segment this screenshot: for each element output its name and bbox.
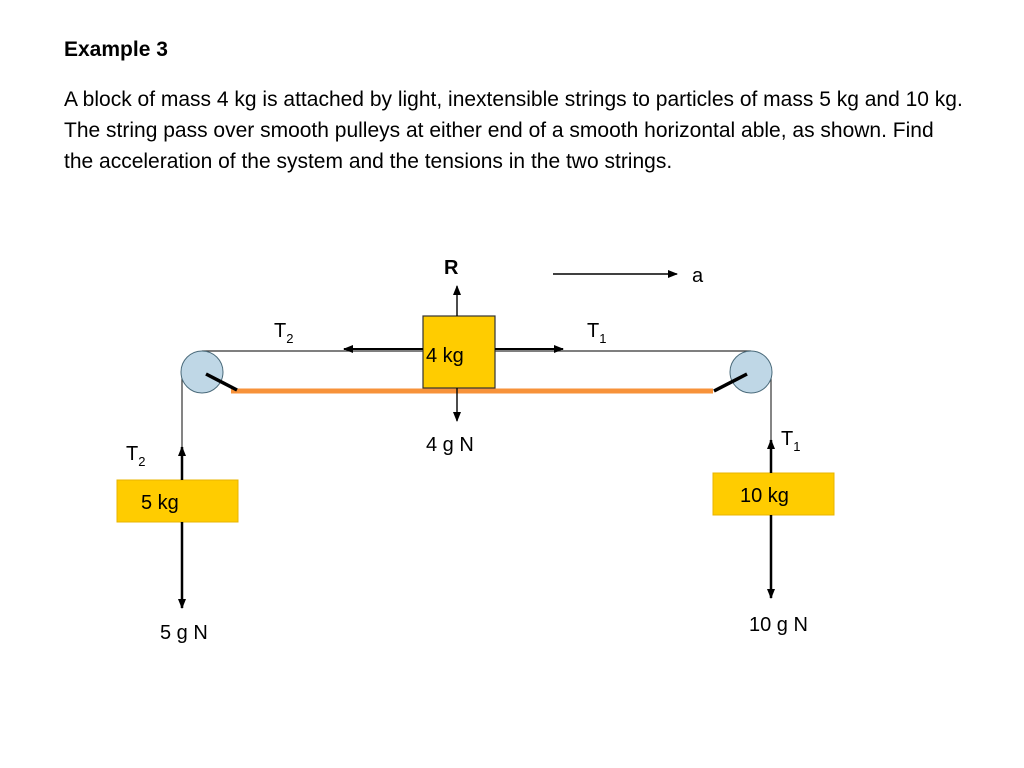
- tension-label-right-hanging: T1: [781, 428, 800, 454]
- example-heading: Example 3: [64, 38, 168, 61]
- acceleration-label: a: [692, 265, 704, 287]
- block-10kg-label: 10 kg: [740, 485, 789, 507]
- weight-label-4kg: 4 g N: [426, 434, 474, 456]
- left-pulley: [180, 350, 238, 394]
- reaction-label: R: [444, 257, 459, 279]
- weight-label-10kg: 10 g N: [749, 614, 808, 636]
- block-4kg-label: 4 kg: [426, 345, 464, 367]
- tension-label-right: T1: [587, 320, 606, 346]
- block-5kg-label: 5 kg: [141, 492, 179, 514]
- right-pulley: [713, 350, 773, 394]
- block-5kg: [116, 479, 239, 523]
- tension-label-left-hanging: T2: [126, 443, 145, 469]
- tension-label-left: T2: [274, 320, 293, 346]
- block-4kg: [422, 315, 496, 389]
- problem-statement: A block of mass 4 kg is attached by ligh…: [64, 88, 963, 173]
- weight-label-5kg: 5 g N: [160, 622, 208, 644]
- block-10kg: [712, 472, 835, 516]
